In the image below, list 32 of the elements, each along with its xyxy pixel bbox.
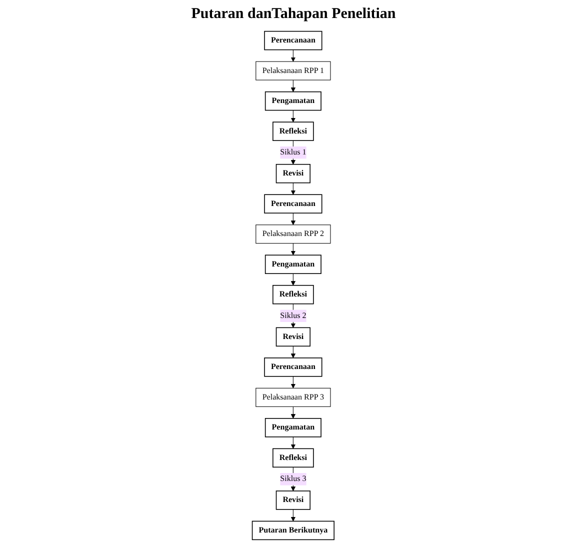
- arrow: [291, 50, 296, 62]
- arrow: [291, 273, 296, 286]
- node-box: Pengamatan: [265, 418, 322, 438]
- node-box: Refleksi: [272, 284, 314, 304]
- arrow: [291, 376, 296, 388]
- node-box: Perencanaan: [264, 358, 323, 377]
- node-box: Pengamatan: [265, 91, 322, 111]
- arrow: [291, 509, 296, 522]
- arrow: [291, 80, 296, 92]
- node-box: Perencanaan: [264, 194, 323, 214]
- node-box: Refleksi: [272, 448, 314, 468]
- node-box: Revisi: [276, 490, 311, 510]
- node-box: Perencanaan: [264, 30, 323, 50]
- node-box: Revisi: [276, 327, 311, 347]
- node-box: Refleksi: [272, 122, 314, 141]
- node-box: Pelaksanaan RPP 2: [256, 224, 332, 244]
- arrow: [291, 110, 296, 122]
- edge-label: Siklus 3: [280, 474, 307, 484]
- node-box: Pelaksanaan RPP 1: [256, 61, 332, 80]
- arrow: [291, 212, 296, 226]
- node-box: Revisi: [276, 164, 311, 184]
- arrow: [291, 436, 296, 449]
- edge-label: Siklus 2: [280, 311, 307, 320]
- node-box: Pelaksanaan RPP 3: [256, 388, 332, 407]
- diagram-title: Putaran danTahapan Penelitian: [191, 6, 396, 23]
- arrow: [291, 182, 296, 195]
- node-box: Putaran Berikutnya: [252, 520, 335, 540]
- arrow: [291, 243, 296, 256]
- arrow: [291, 346, 296, 358]
- arrow: [291, 406, 296, 419]
- node-box: Pengamatan: [265, 254, 322, 274]
- edge-label: Siklus 1: [280, 148, 307, 157]
